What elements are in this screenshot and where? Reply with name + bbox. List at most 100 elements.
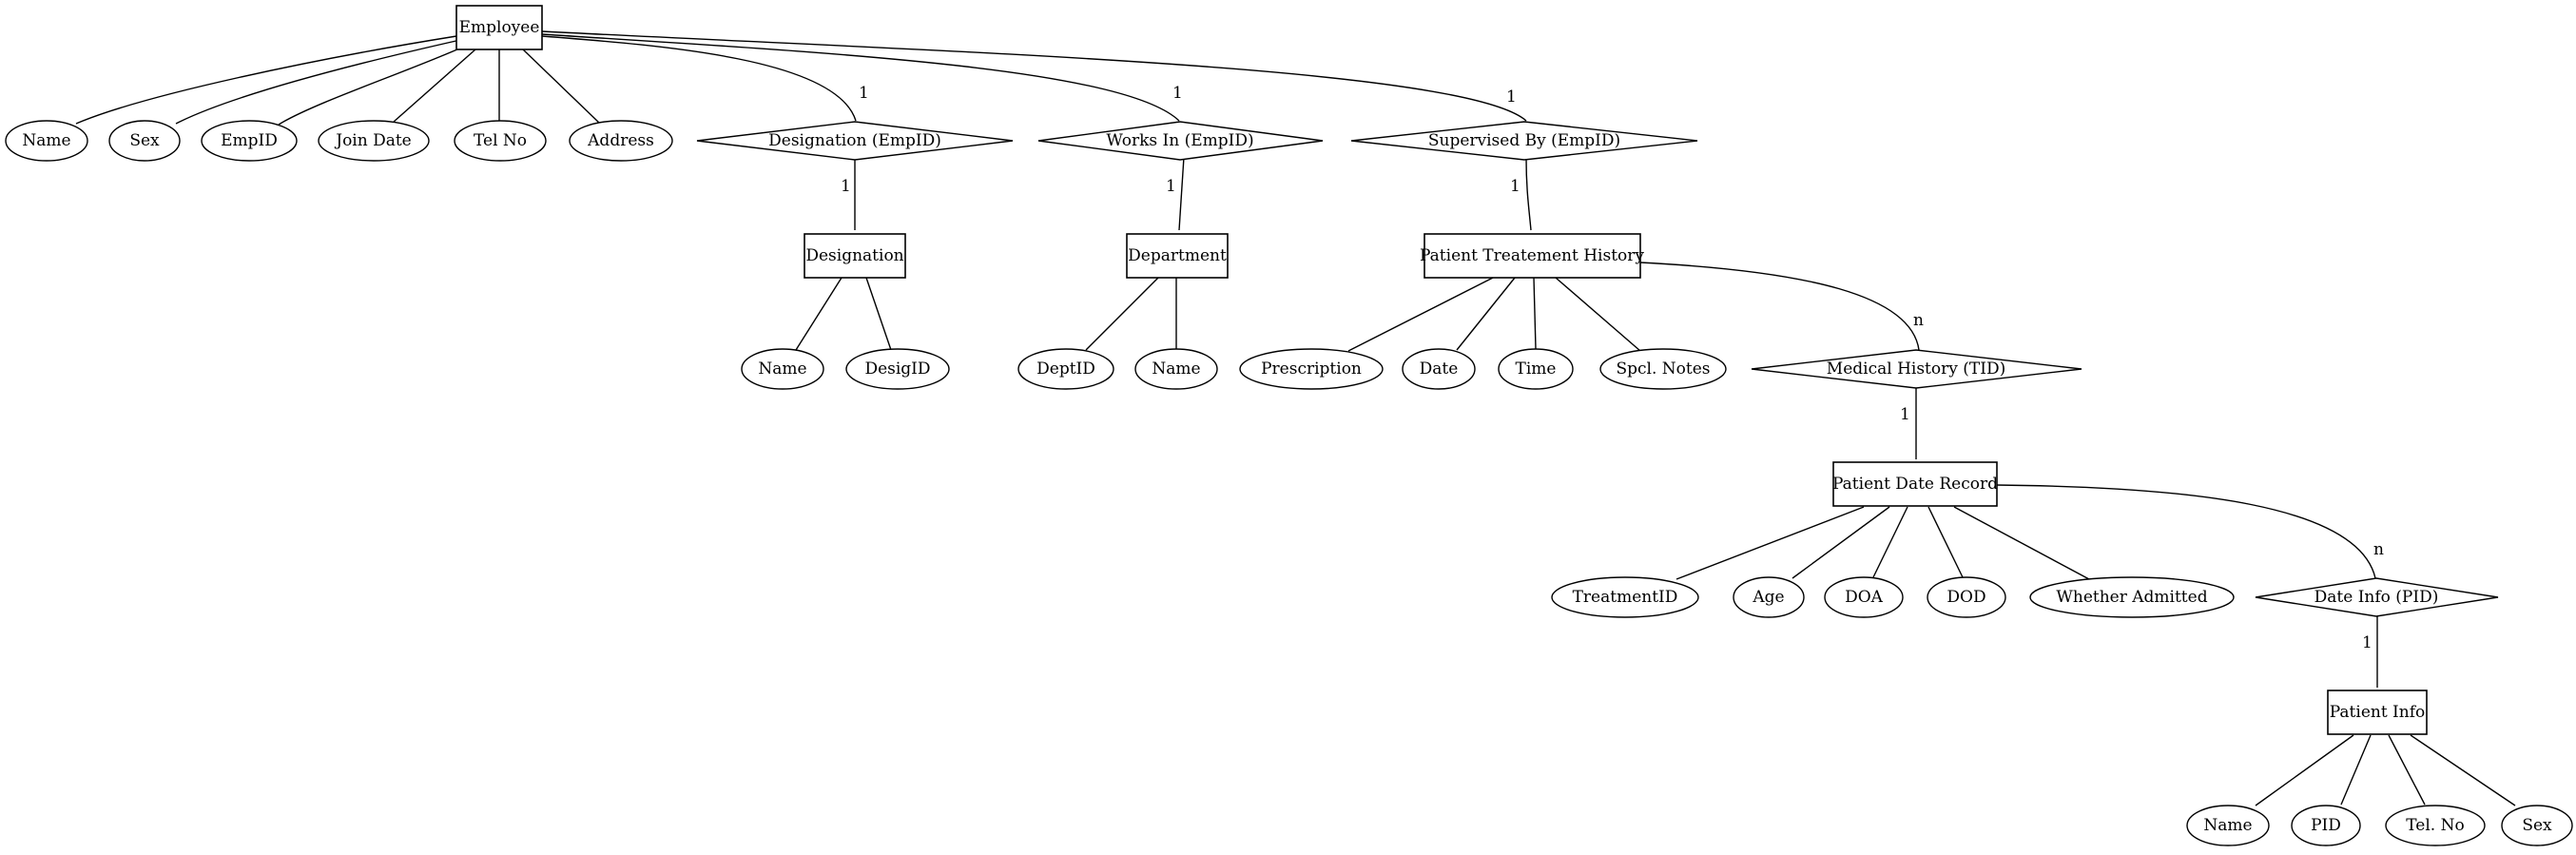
entity-patient-treatment-history: Patient Treatement History: [1420, 233, 1644, 279]
entity-employee-label: Employee: [459, 18, 540, 37]
attribute-designation-name-label: Name: [758, 359, 806, 379]
edge-pdr-date-info: [1996, 484, 2376, 579]
attribute-pdr-dod-label: DOD: [1947, 588, 1985, 607]
attribute-pdr-treatmentid-label: TreatmentID: [1573, 588, 1678, 607]
attribute-employee-empid: EmpID: [201, 120, 298, 162]
relationship-works-in-empid: Works In (EmpID): [1037, 121, 1324, 161]
attribute-patient-info-pid-label: PID: [2311, 816, 2341, 835]
edges: [75, 30, 2516, 806]
attribute-pth-time: Time: [1498, 348, 1574, 390]
attribute-department-deptid: DeptID: [1017, 348, 1114, 390]
edge-pth-time: [1533, 277, 1537, 350]
attribute-employee-join-date-label: Join Date: [334, 131, 412, 150]
relationship-works-in-empid-label: Works In (EmpID): [1106, 131, 1253, 150]
attribute-pth-date-label: Date: [1420, 359, 1459, 379]
edge-employee-empid: [278, 45, 467, 126]
attribute-pdr-dod: DOD: [1927, 576, 2006, 618]
attribute-department-name: Name: [1134, 348, 1218, 390]
attribute-employee-join-date: Join Date: [318, 120, 430, 162]
cardinality-works-in-bottom: 1: [1166, 177, 1176, 196]
attribute-department-deptid-label: DeptID: [1036, 359, 1095, 379]
attribute-employee-name-label: Name: [22, 131, 70, 150]
attribute-employee-address-label: Address: [587, 131, 654, 150]
edge-pth-medical-history: [1639, 262, 1920, 351]
attribute-patient-info-tel-no-label: Tel. No: [2406, 816, 2464, 835]
attribute-pdr-age: Age: [1733, 576, 1805, 618]
attribute-pdr-doa: DOA: [1824, 576, 1904, 618]
edge-employee-name: [75, 35, 457, 125]
entity-department: Department: [1126, 233, 1229, 279]
edge-pth-spcl-notes: [1555, 277, 1641, 352]
attribute-pth-prescription: Prescription: [1239, 348, 1384, 390]
attribute-pdr-doa-label: DOA: [1845, 588, 1884, 607]
relationship-date-info-pid: Date Info (PID): [2255, 577, 2499, 617]
entity-designation: Designation: [804, 233, 906, 279]
attribute-patient-info-name: Name: [2186, 805, 2270, 846]
edge-pdr-treatmentid: [1675, 506, 1865, 580]
edge-employee-supervised-rel: [541, 30, 1527, 122]
relationship-medical-history-tid-label: Medical History (TID): [1827, 359, 2005, 379]
attribute-department-name-label: Name: [1152, 359, 1200, 379]
attribute-pth-spcl-notes-label: Spcl. Notes: [1616, 359, 1710, 379]
attribute-pdr-age-label: Age: [1752, 588, 1784, 607]
edge-department-deptid: [1085, 277, 1159, 351]
attribute-pdr-whether-admitted-label: Whether Admitted: [2056, 588, 2207, 607]
attribute-employee-sex: Sex: [108, 120, 181, 162]
relationship-supervised-by-empid: Supervised By (EmpID): [1350, 121, 1698, 161]
edge-designation-name: [795, 277, 843, 351]
edge-designation-desigid: [865, 277, 892, 351]
attribute-employee-empid-label: EmpID: [221, 131, 278, 150]
edge-pdr-whether-admitted: [1953, 506, 2090, 580]
entity-patient-date-record: Patient Date Record: [1832, 461, 1998, 507]
edge-pth-prescription: [1347, 277, 1494, 352]
edge-patient-info-name: [2255, 734, 2354, 806]
attribute-employee-sex-label: Sex: [129, 131, 160, 150]
edge-employee-works-in-rel: [541, 33, 1180, 122]
attribute-designation-desigid-label: DesigID: [864, 359, 930, 379]
edge-employee-join-date: [393, 49, 476, 123]
relationship-date-info-pid-label: Date Info (PID): [2315, 588, 2439, 607]
cardinality-medical-history-bottom: 1: [1900, 405, 1910, 424]
entity-patient-info: Patient Info: [2327, 690, 2428, 735]
attribute-designation-desigid: DesigID: [845, 348, 950, 390]
entity-department-label: Department: [1128, 246, 1227, 265]
edge-pdr-doa: [1872, 506, 1908, 578]
attribute-patient-info-pid: PID: [2291, 805, 2361, 846]
attribute-patient-info-name-label: Name: [2203, 816, 2252, 835]
cardinality-designation-top: 1: [859, 84, 869, 103]
edge-pth-date: [1456, 277, 1516, 351]
attribute-employee-name: Name: [5, 120, 88, 162]
cardinality-date-info-top: n: [2373, 540, 2384, 559]
edge-patient-info-tel-no: [2388, 734, 2426, 806]
edge-patient-info-pid: [2340, 734, 2372, 806]
relationship-designation-empid-label: Designation (EmpID): [768, 131, 941, 150]
edge-pdr-dod: [1927, 506, 1964, 578]
attribute-pth-date: Date: [1402, 348, 1476, 390]
entity-patient-date-record-label: Patient Date Record: [1832, 475, 1998, 494]
cardinality-labels: 1 1 1 1 1 1 n 1 n 1: [841, 84, 2384, 652]
edge-works-in-rel-department: [1178, 156, 1185, 231]
edge-supervised-rel-pth: [1525, 157, 1532, 231]
relationship-medical-history-tid: Medical History (TID): [1751, 349, 2082, 389]
edge-employee-sex: [175, 39, 461, 125]
attribute-employee-tel-no: Tel No: [454, 120, 547, 162]
cardinality-medical-history-top: n: [1913, 311, 1924, 330]
edge-patient-info-sex: [2410, 734, 2516, 806]
attribute-patient-info-tel-no: Tel. No: [2385, 805, 2486, 846]
attribute-pdr-whether-admitted: Whether Admitted: [2029, 576, 2235, 618]
attribute-patient-info-sex: Sex: [2501, 805, 2573, 846]
entity-patient-treatment-history-label: Patient Treatement History: [1420, 246, 1644, 265]
entity-employee: Employee: [455, 5, 543, 50]
edge-employee-designation-rel: [541, 35, 857, 122]
edge-pdr-age: [1792, 506, 1890, 579]
attribute-pdr-treatmentid: TreatmentID: [1551, 576, 1699, 618]
entity-patient-info-label: Patient Info: [2330, 703, 2426, 722]
attribute-designation-name: Name: [741, 348, 824, 390]
cardinality-supervised-bottom: 1: [1510, 177, 1520, 196]
cardinality-works-in-top: 1: [1172, 84, 1183, 103]
attribute-employee-tel-no-label: Tel No: [474, 131, 527, 150]
cardinality-supervised-top: 1: [1506, 87, 1517, 107]
attribute-employee-address: Address: [569, 120, 673, 162]
cardinality-date-info-bottom: 1: [2362, 633, 2373, 652]
